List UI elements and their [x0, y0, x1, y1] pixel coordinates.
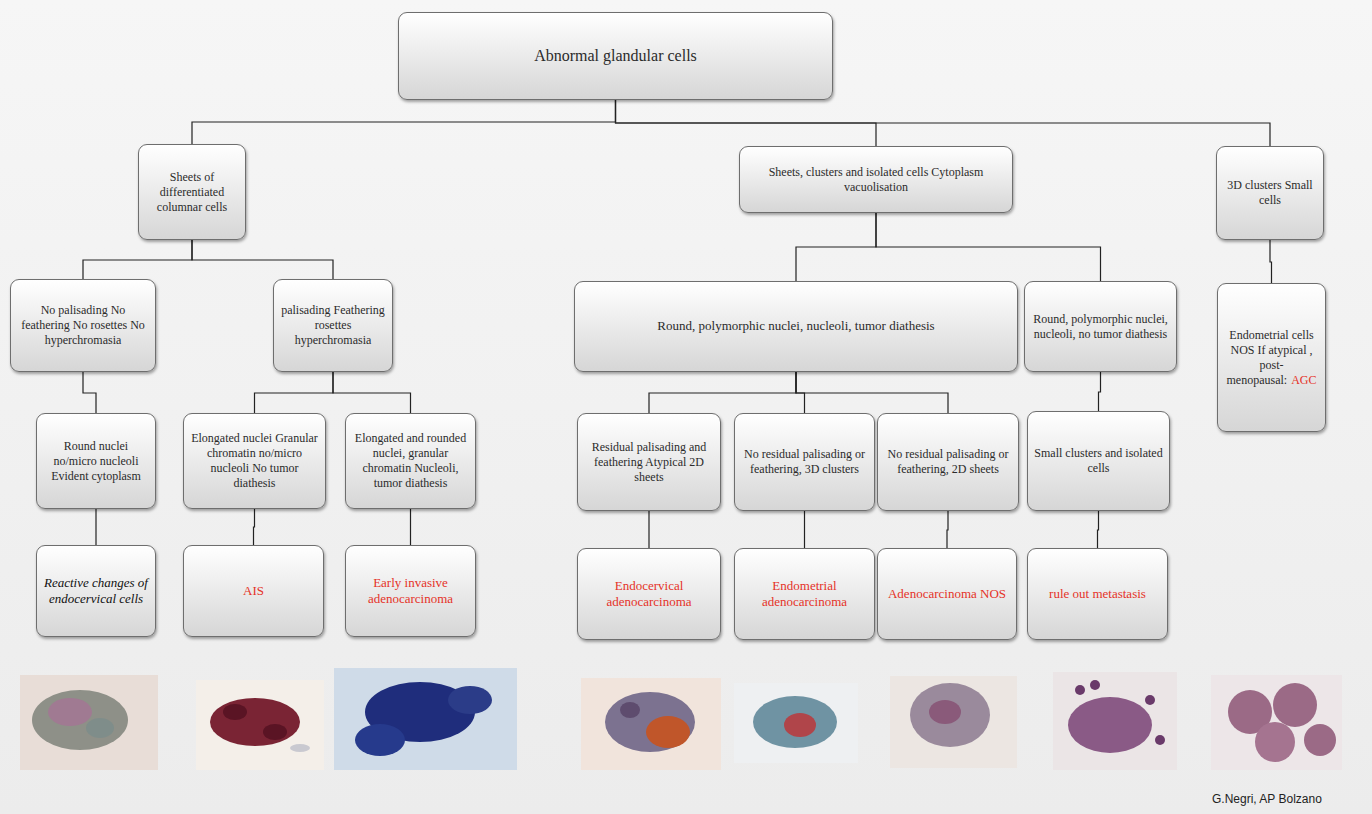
box-content: rule out metastasis [1043, 582, 1152, 606]
process-box: Elongated and rounded nuclei, granular c… [345, 413, 476, 509]
process-box: Endometrial cells NOS If atypical , post… [1217, 283, 1326, 432]
box-content: Abnormal glandular cells [528, 42, 703, 70]
process-box: rule out metastasis [1027, 548, 1168, 640]
process-box: No residual palisading or feathering, 2D… [877, 413, 1019, 511]
box-content: Sheets, clusters and isolated cells Cyto… [740, 161, 1012, 199]
process-box: No palisading No feathering No rosettes … [10, 279, 156, 372]
box-text: Elongated nuclei Granular chromatin no/m… [190, 431, 319, 491]
box-content: AIS [237, 579, 270, 603]
box-content: palisading Feathering rosettes hyperchro… [274, 299, 392, 352]
box-text: Residual palisading and feathering Atypi… [584, 440, 714, 485]
box-content: Residual palisading and feathering Atypi… [578, 436, 720, 489]
box-text: Abnormal glandular cells [534, 46, 697, 66]
process-box: palisading Feathering rosettes hyperchro… [273, 279, 393, 372]
tree-connector [83, 240, 192, 279]
box-content: Elongated and rounded nuclei, granular c… [346, 427, 475, 495]
box-text: Round nuclei no/micro nucleoli Evident c… [43, 439, 149, 484]
process-box: AIS [183, 545, 324, 637]
box-content: Round, polymorphic nuclei, nucleoli, no … [1025, 308, 1176, 346]
box-content: Endometrial cells NOS If atypical , post… [1218, 324, 1325, 392]
micrograph [890, 676, 1017, 768]
tree-connector [95, 509, 96, 545]
tree-connector [254, 509, 255, 545]
tree-connector [410, 509, 411, 545]
process-box: No residual palisading or feathering, 3D… [734, 413, 875, 511]
process-box: Residual palisading and feathering Atypi… [577, 413, 721, 511]
box-content: 3D clusters Small cells [1217, 174, 1323, 212]
process-box: Round, polymorphic nuclei, nucleoli, no … [1024, 281, 1177, 372]
box-content: Round, polymorphic nuclei, nucleoli, tum… [651, 314, 940, 338]
tree-connector [804, 511, 805, 548]
box-content: Elongated nuclei Granular chromatin no/m… [184, 427, 325, 495]
micrograph [1053, 672, 1177, 770]
box-text: Adenocarcinoma NOS [888, 586, 1006, 602]
micrograph [334, 668, 517, 770]
box-text: Sheets, clusters and isolated cells Cyto… [746, 165, 1006, 195]
tree-connector [947, 511, 948, 548]
box-text: rule out metastasis [1049, 586, 1146, 602]
box-content: No residual palisading or feathering, 2D… [878, 443, 1018, 481]
process-box: Elongated nuclei Granular chromatin no/m… [183, 413, 326, 509]
process-box: 3D clusters Small cells [1216, 146, 1324, 240]
box-text: Early invasive adenocarcinoma [352, 575, 469, 608]
box-content: Small clusters and isolated cells [1028, 442, 1169, 480]
micrograph [1211, 675, 1342, 770]
tree-connector [1098, 511, 1099, 548]
tree-connector [649, 372, 796, 413]
box-text: Round, polymorphic nuclei, nucleoli, tum… [657, 318, 934, 334]
tree-connector [1270, 240, 1272, 283]
box-text: Elongated and rounded nuclei, granular c… [352, 431, 469, 491]
process-box: Round nuclei no/micro nucleoli Evident c… [36, 413, 156, 509]
process-box: Endometrial adenocarcinoma [734, 548, 875, 640]
box-content: Adenocarcinoma NOS [882, 582, 1012, 606]
box-content: Endocervical adenocarcinoma [578, 574, 720, 615]
process-box: Sheets of differentiated columnar cells [138, 144, 246, 240]
tree-connector [876, 213, 1101, 281]
micrograph [20, 675, 158, 770]
box-text: Small clusters and isolated cells [1034, 446, 1163, 476]
box-text: Reactive changes of endocervical cells [43, 575, 149, 608]
tree-connector [333, 372, 411, 413]
credit-note: G.Negri, AP Bolzano [1212, 792, 1322, 806]
box-content: Reactive changes of endocervical cells [37, 571, 155, 612]
tree-connector [83, 372, 96, 413]
box-text: palisading Feathering rosettes hyperchro… [280, 303, 386, 348]
tree-connector [255, 372, 334, 413]
tree-connector [192, 240, 333, 279]
box-text: No palisading No feathering No rosettes … [17, 303, 149, 348]
process-box: Small clusters and isolated cells [1027, 411, 1170, 511]
tree-connector [616, 100, 1271, 146]
tree-connector [796, 213, 876, 281]
micrograph [581, 678, 721, 770]
process-box: Sheets, clusters and isolated cells Cyto… [739, 146, 1013, 213]
tree-connector [648, 511, 649, 548]
box-content: Early invasive adenocarcinoma [346, 571, 475, 612]
box-text: Sheets of differentiated columnar cells [145, 170, 239, 215]
box-text: AGC [1291, 373, 1316, 387]
tree-connector [796, 372, 948, 413]
micrograph [734, 683, 858, 763]
box-text: Endocervical adenocarcinoma [584, 578, 714, 611]
box-text: No residual palisading or feathering, 3D… [741, 447, 868, 477]
box-text: Round, polymorphic nuclei, nucleoli, no … [1031, 312, 1170, 342]
box-text: No residual palisading or feathering, 2D… [884, 447, 1012, 477]
process-box: Adenocarcinoma NOS [877, 548, 1017, 640]
box-text: AIS [243, 583, 264, 599]
process-box: Endocervical adenocarcinoma [577, 548, 721, 640]
box-text: Endometrial adenocarcinoma [741, 578, 868, 611]
tree-connector [1099, 372, 1101, 411]
box-content: Endometrial adenocarcinoma [735, 574, 874, 615]
process-box: Reactive changes of endocervical cells [36, 545, 156, 637]
box-text: 3D clusters Small cells [1223, 178, 1317, 208]
process-box: Abnormal glandular cells [398, 12, 833, 100]
micrograph [196, 680, 324, 770]
process-box: Early invasive adenocarcinoma [345, 545, 476, 637]
tree-connector [192, 100, 616, 144]
box-content: Sheets of differentiated columnar cells [139, 166, 245, 219]
box-content: Round nuclei no/micro nucleoli Evident c… [37, 435, 155, 488]
process-box: Round, polymorphic nuclei, nucleoli, tum… [574, 281, 1018, 372]
box-content: No residual palisading or feathering, 3D… [735, 443, 874, 481]
box-content: No palisading No feathering No rosettes … [11, 299, 155, 352]
